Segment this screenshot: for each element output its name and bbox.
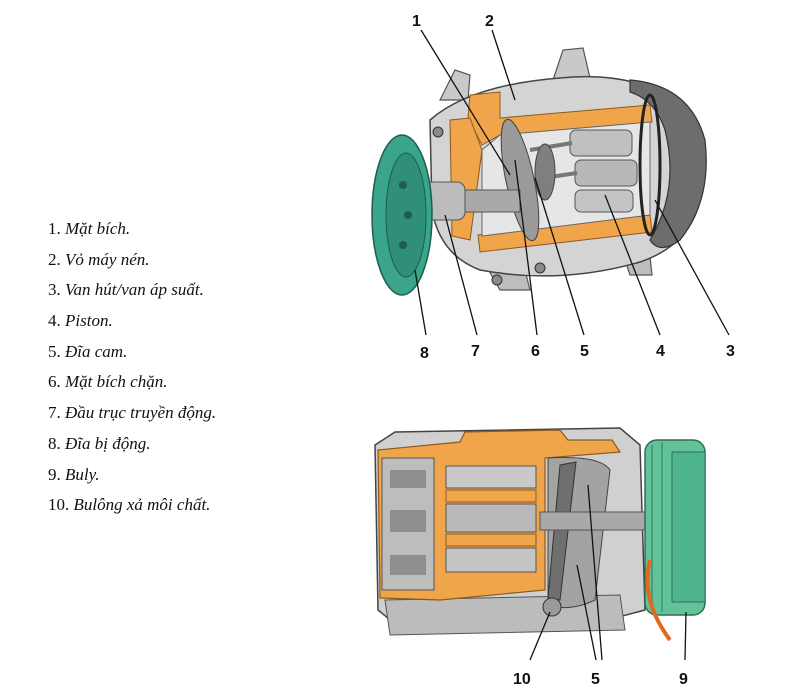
top-valve-plate-ring (638, 93, 662, 237)
callout-top-7: 7 (471, 343, 480, 360)
callout-top-2: 2 (485, 13, 494, 30)
top-disc-hole-2 (404, 211, 412, 219)
top-leader-lines (414, 29, 730, 336)
top-rear-cap (629, 79, 707, 249)
top-disc-hole-3 (399, 241, 407, 249)
top-piston-middle (574, 159, 638, 187)
legend-item-4: 4. Piston. (48, 311, 113, 331)
top-bolt-1 (432, 126, 444, 138)
legend-item-6: 6. Mặt bích chặn. (48, 372, 168, 392)
bottom-swash-disc (547, 461, 577, 601)
legend-item-8: 8. Đĩa bị động. (48, 433, 151, 453)
bottom-rear-slot-1 (390, 470, 426, 488)
callout-top-8: 8 (420, 345, 429, 362)
legend-item-10: 10. Bulông xả môi chất. (48, 495, 211, 515)
legend-item-9: 9. Buly. (48, 464, 100, 484)
bottom-piston-3 (445, 547, 537, 573)
callout-top-5: 5 (580, 343, 589, 360)
callout-bottom-9: 9 (679, 671, 688, 688)
bottom-pulley-face (671, 451, 706, 603)
callout-bottom-10: 10 (513, 671, 531, 688)
top-mount-ear-right (552, 47, 591, 81)
top-compressor-illustration (371, 47, 707, 296)
legend-list: 1. Mặt bích. 2. Vỏ máy nén. 3. Van hút/v… (48, 214, 348, 521)
callout-top-3: 3 (726, 343, 735, 360)
top-piston-rod-1 (529, 141, 573, 152)
bottom-discharge-bolt (542, 597, 562, 617)
bottom-drive-shaft (539, 511, 651, 531)
top-piston-upper (569, 129, 633, 157)
legend-item-7: 7. Đầu trục truyền động. (48, 403, 217, 423)
bottom-cyl-wall-2 (445, 533, 537, 547)
top-disc-hole-1 (399, 181, 407, 189)
bottom-cyl-wall-1 (445, 489, 537, 503)
legend-item-2: 2. Vỏ máy nén. (48, 249, 150, 269)
top-bolt-2 (491, 274, 503, 286)
top-swash-plate (500, 118, 540, 242)
bottom-compressor-illustration (374, 427, 706, 642)
callout-top-6: 6 (531, 343, 540, 360)
bottom-rear-slot-2 (390, 510, 426, 532)
legend-item-3: 3. Van hút/van áp suất. (48, 280, 204, 300)
top-piston-lower (574, 189, 634, 213)
legend-item-1: 1. Mặt bích. (48, 219, 131, 238)
bottom-rear-slot-3 (390, 555, 426, 575)
callout-top-4: 4 (656, 343, 665, 360)
callout-bottom-5: 5 (591, 671, 600, 688)
bottom-leader-lines (529, 484, 687, 661)
bottom-wire (645, 559, 672, 642)
top-thrust-flange (534, 143, 556, 201)
bottom-piston-2 (445, 503, 537, 533)
callout-top-1: 1 (412, 13, 421, 30)
top-bolt-3 (534, 262, 546, 274)
bottom-piston-1 (445, 465, 537, 489)
legend-item-5: 5. Đĩa cam. (48, 341, 128, 361)
